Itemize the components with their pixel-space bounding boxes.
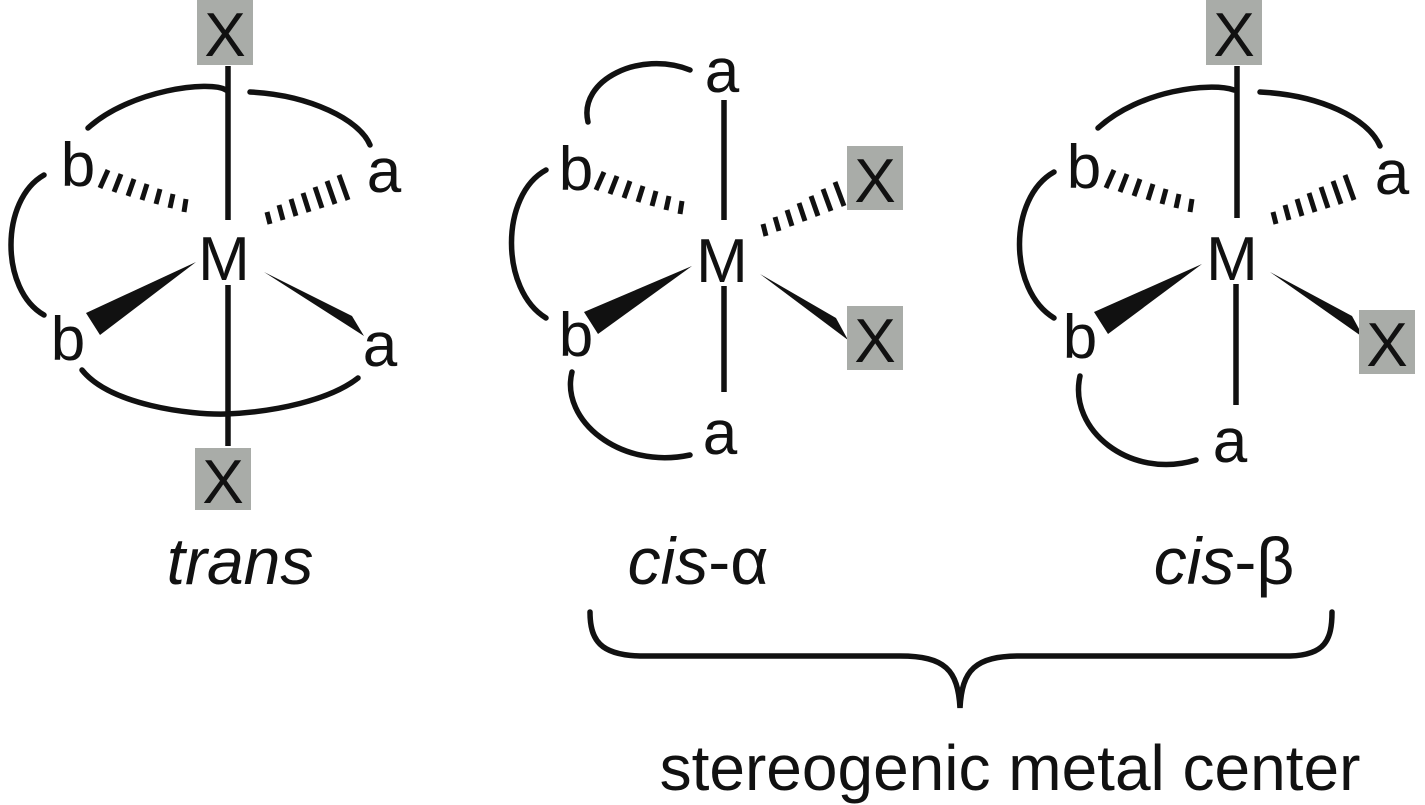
ligand-b-upper: b bbox=[61, 131, 95, 200]
isomer-label-cis-beta: cis-β bbox=[1154, 524, 1295, 598]
wedge-bond-lower-right bbox=[1270, 272, 1364, 338]
wedge-bond-lower-left bbox=[584, 266, 692, 334]
chelate-arc-bottom bbox=[567, 369, 693, 461]
chelate-arc-top-right bbox=[247, 89, 373, 148]
ligand-b-upper: b bbox=[559, 135, 593, 204]
isomer-label-trans: trans bbox=[167, 524, 314, 598]
ligand-a-bottom: a bbox=[703, 399, 738, 468]
wedge-bond-lower-right bbox=[264, 272, 364, 336]
chelate-arc-top bbox=[85, 83, 229, 131]
ligand-a-upper: a bbox=[1375, 139, 1410, 208]
grouping-brace bbox=[587, 609, 1335, 709]
x-ligand-top: X bbox=[204, 1, 245, 70]
x-ligand-top-highlight bbox=[197, 0, 253, 65]
ligand-a-upper: a bbox=[367, 137, 402, 206]
x-ligand-upper: X bbox=[854, 147, 895, 216]
x-ligand-bottom-highlight bbox=[195, 448, 251, 510]
chelate-arc-top bbox=[584, 60, 693, 125]
metal-atom: M bbox=[696, 227, 748, 296]
wedge-bond-lower-left bbox=[86, 262, 196, 335]
x-ligand-lower-highlight bbox=[847, 306, 903, 370]
metal-atom: M bbox=[198, 225, 250, 294]
x-ligand-lower: X bbox=[1366, 311, 1407, 380]
chelate-arc-top bbox=[1095, 84, 1237, 131]
chelate-arc-bottom bbox=[1075, 373, 1199, 468]
ligand-b-lower: b bbox=[51, 305, 85, 374]
hashed-bond-upper-right bbox=[1270, 174, 1357, 225]
hashed-bond-upper-right bbox=[760, 181, 847, 237]
ligand-a-top: a bbox=[705, 37, 740, 106]
isomer-label-cis-alpha: cis-α bbox=[628, 524, 769, 598]
hashed-bond-upper-left bbox=[593, 170, 685, 215]
ligand-b-upper: b bbox=[1067, 133, 1101, 202]
x-ligand-lower: X bbox=[854, 307, 895, 376]
x-ligand-lower-highlight bbox=[1359, 310, 1415, 374]
hashed-bond-upper-left bbox=[97, 168, 189, 213]
metal-atom: M bbox=[1206, 225, 1258, 294]
chelate-arc-left bbox=[1016, 169, 1057, 321]
chelate-arc-left bbox=[508, 167, 549, 321]
chelate-arc-top-right bbox=[1257, 89, 1383, 149]
brace-caption: stereogenic metal center bbox=[660, 732, 1361, 804]
ligand-a-lower: a bbox=[363, 311, 398, 380]
cis-beta-isomer: X M a b a b X bbox=[1016, 0, 1415, 598]
x-ligand-top: X bbox=[1213, 1, 1254, 70]
ligand-a-bottom: a bbox=[1213, 407, 1248, 476]
trans-isomer: X M X b a bbox=[8, 0, 402, 598]
wedge-bond-lower-left bbox=[1094, 264, 1202, 334]
hashed-bond-upper-left bbox=[1103, 168, 1195, 213]
x-ligand-top-highlight bbox=[1206, 0, 1262, 65]
hashed-bond-upper-right bbox=[264, 174, 351, 225]
ligand-b-lower: b bbox=[559, 301, 593, 370]
x-ligand-upper-highlight bbox=[847, 146, 903, 210]
cis-alpha-isomer: a M a b X b bbox=[508, 37, 903, 598]
ligand-b-lower: b bbox=[1063, 303, 1097, 372]
chelate-arc-left bbox=[8, 172, 47, 318]
chelate-arc-bottom bbox=[79, 367, 361, 417]
x-ligand-bottom: X bbox=[202, 448, 243, 517]
wedge-bond-lower-right bbox=[760, 274, 848, 340]
